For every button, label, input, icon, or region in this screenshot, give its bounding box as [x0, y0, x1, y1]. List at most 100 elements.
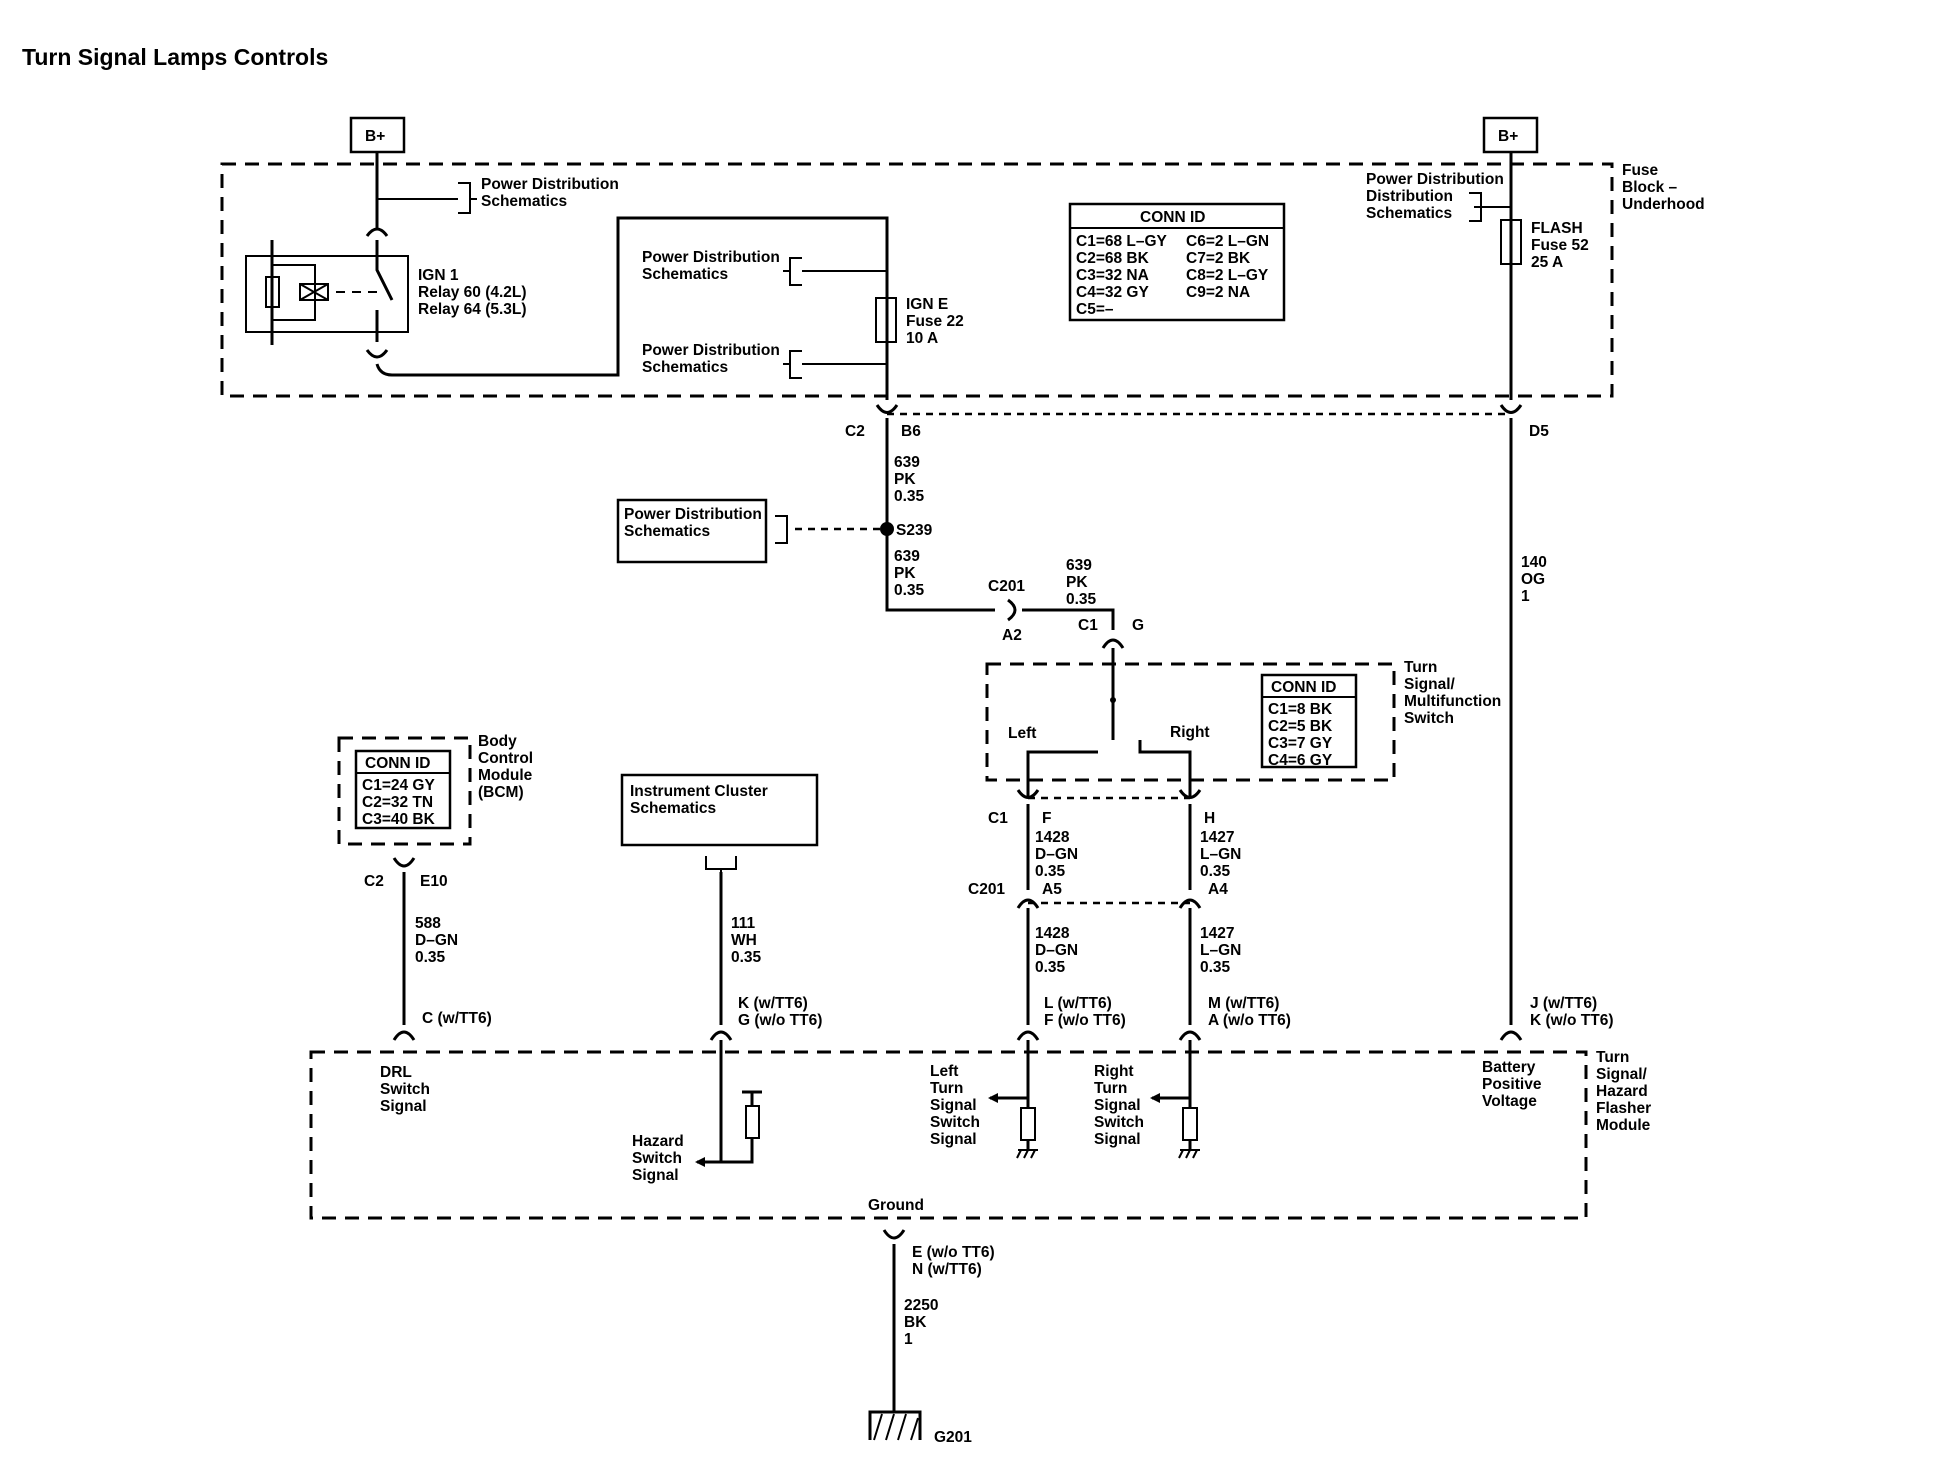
svg-text:C9=2 NA: C9=2 NA — [1186, 284, 1250, 301]
svg-text:C4=32 GY: C4=32 GY — [1076, 284, 1149, 301]
label-c-pin: C (w/TT6) — [422, 1010, 492, 1027]
svg-text:N (w/TT6): N (w/TT6) — [912, 1261, 982, 1278]
power-dist-ref-4: Power Distribution Distribution Schemati… — [1366, 171, 1504, 222]
svg-text:Switch: Switch — [380, 1081, 430, 1098]
left-turn-pulldown-resistor — [1016, 1107, 1038, 1159]
switch-left-label: Left — [1008, 725, 1036, 742]
svg-text:639: 639 — [1066, 557, 1092, 574]
battery-plus-terminal-right: B+ — [1482, 116, 1539, 154]
svg-text:140: 140 — [1521, 554, 1547, 571]
svg-text:CONN ID: CONN ID — [1140, 209, 1205, 226]
switch-label: Turn Signal/ Multifunction Switch — [1404, 659, 1501, 727]
svg-text:Relay 64 (5.3L): Relay 64 (5.3L) — [418, 301, 527, 318]
svg-text:Turn: Turn — [1094, 1080, 1127, 1097]
label-g201: G201 — [934, 1429, 972, 1446]
svg-text:C1=24 GY: C1=24 GY — [362, 777, 435, 794]
svg-text:0.35: 0.35 — [1066, 591, 1097, 608]
label-d5: D5 — [1529, 423, 1549, 440]
svg-text:588: 588 — [415, 915, 441, 932]
svg-text:C1=8 BK: C1=8 BK — [1268, 701, 1333, 718]
label-c201-lower: C201 — [968, 881, 1005, 898]
svg-text:Power Distribution: Power Distribution — [642, 249, 780, 266]
ign1-relay-label: IGN 1 Relay 60 (4.2L) Relay 64 (5.3L) — [418, 267, 527, 318]
label-c201-top: C201 — [988, 578, 1025, 595]
svg-text:Power Distribution: Power Distribution — [624, 506, 762, 523]
svg-text:Underhood: Underhood — [1622, 196, 1705, 213]
svg-text:CONN ID: CONN ID — [1271, 679, 1336, 696]
label-c1-lower: C1 — [988, 810, 1008, 827]
hazard-input-wire — [695, 1040, 723, 1167]
instrument-cluster-ref: Instrument Cluster Schematics — [620, 773, 819, 847]
label-a5: A5 — [1042, 881, 1062, 898]
wire-588-label: 588 D–GN 0.35 — [415, 915, 458, 966]
svg-text:E (w/o TT6): E (w/o TT6) — [912, 1244, 995, 1261]
fuse-block-label: Fuse Block – Underhood — [1622, 162, 1705, 213]
power-dist-bracket-2 — [783, 257, 802, 286]
ign1-relay — [245, 240, 409, 345]
svg-text:Signal: Signal — [1094, 1097, 1141, 1114]
connector-ground-icon — [882, 1229, 906, 1240]
label-l-pin: L (w/TT6) F (w/o TT6) — [1044, 995, 1126, 1029]
label-e10: E10 — [420, 873, 448, 890]
bcm-conn-id-table: CONN ID C1=24 GY C2=32 TN C3=40 BK — [354, 749, 452, 830]
splice-s239 — [880, 522, 894, 536]
connector-c-pin-icon — [392, 1030, 416, 1041]
bcm-label: Body Control Module (BCM) — [478, 733, 533, 801]
svg-text:B+: B+ — [365, 128, 385, 145]
svg-text:Module: Module — [1596, 1117, 1651, 1134]
left-turn-signal-label: Left Turn Signal Switch Signal — [930, 1063, 980, 1148]
label-k-pin: K (w/TT6) G (w/o TT6) — [738, 995, 822, 1029]
connector-a2-icon — [1007, 598, 1017, 622]
svg-text:Control: Control — [478, 750, 533, 767]
svg-text:Relay 60 (4.2L): Relay 60 (4.2L) — [418, 284, 527, 301]
svg-text:Signal: Signal — [1094, 1131, 1141, 1148]
power-dist-ref-3: Power Distribution Schematics — [642, 342, 780, 376]
connector-m-pin-icon — [1178, 1030, 1202, 1041]
svg-text:10 A: 10 A — [906, 330, 938, 347]
label-j-pin: J (w/TT6) K (w/o TT6) — [1530, 995, 1614, 1029]
svg-text:Distribution: Distribution — [1366, 188, 1453, 205]
svg-text:K (w/o TT6): K (w/o TT6) — [1530, 1012, 1614, 1029]
right-turn-signal-label: Right Turn Signal Switch Signal — [1094, 1063, 1144, 1148]
svg-text:OG: OG — [1521, 571, 1545, 588]
wire-2250-label: 2250 BK 1 — [904, 1297, 938, 1348]
flash-fuse — [1500, 219, 1522, 265]
connector-d5-icon — [1499, 404, 1523, 414]
svg-text:IGN E: IGN E — [906, 296, 948, 313]
svg-text:C3=32 NA: C3=32 NA — [1076, 267, 1149, 284]
svg-text:Switch: Switch — [1094, 1114, 1144, 1131]
svg-text:0.35: 0.35 — [1200, 863, 1231, 880]
svg-text:C3=40 BK: C3=40 BK — [362, 811, 436, 828]
svg-text:Block –: Block – — [1622, 179, 1678, 196]
label-a2: A2 — [1002, 627, 1022, 644]
power-dist-bracket-5 — [775, 515, 788, 544]
connector-a4-icon — [1178, 898, 1202, 909]
svg-text:C7=2 BK: C7=2 BK — [1186, 250, 1251, 267]
svg-text:Turn: Turn — [1596, 1049, 1629, 1066]
svg-text:0.35: 0.35 — [1035, 959, 1066, 976]
svg-text:Power Distribution: Power Distribution — [642, 342, 780, 359]
svg-text:Signal/: Signal/ — [1404, 676, 1456, 693]
svg-text:F (w/o TT6): F (w/o TT6) — [1044, 1012, 1126, 1029]
label-g: G — [1132, 617, 1144, 634]
svg-text:C6=2 L–GN: C6=2 L–GN — [1186, 233, 1269, 250]
svg-text:(BCM): (BCM) — [478, 784, 524, 801]
label-c2: C2 — [845, 423, 865, 440]
svg-text:Signal: Signal — [930, 1131, 977, 1148]
svg-text:Body: Body — [478, 733, 517, 750]
svg-text:Flasher: Flasher — [1596, 1100, 1651, 1117]
wire-639-lower — [1022, 608, 1115, 630]
label-c1-switch: C1 — [1078, 617, 1098, 634]
wire-1427-label-1: 1427 L–GN 0.35 — [1200, 829, 1241, 880]
svg-text:Hazard: Hazard — [1596, 1083, 1648, 1100]
wire-639-label-2: 639 PK 0.35 — [894, 548, 925, 599]
svg-text:Schematics: Schematics — [642, 359, 728, 376]
flasher-module-label: Turn Signal/ Hazard Flasher Module — [1596, 1049, 1651, 1134]
ground-g201-icon — [868, 1366, 922, 1441]
svg-text:Schematics: Schematics — [481, 193, 567, 210]
svg-text:0.35: 0.35 — [415, 949, 446, 966]
wire-140-label: 140 OG 1 — [1521, 554, 1547, 605]
wire-1428-label-1: 1428 D–GN 0.35 — [1035, 829, 1078, 880]
svg-text:Power Distribution: Power Distribution — [481, 176, 619, 193]
svg-text:1427: 1427 — [1200, 829, 1234, 846]
